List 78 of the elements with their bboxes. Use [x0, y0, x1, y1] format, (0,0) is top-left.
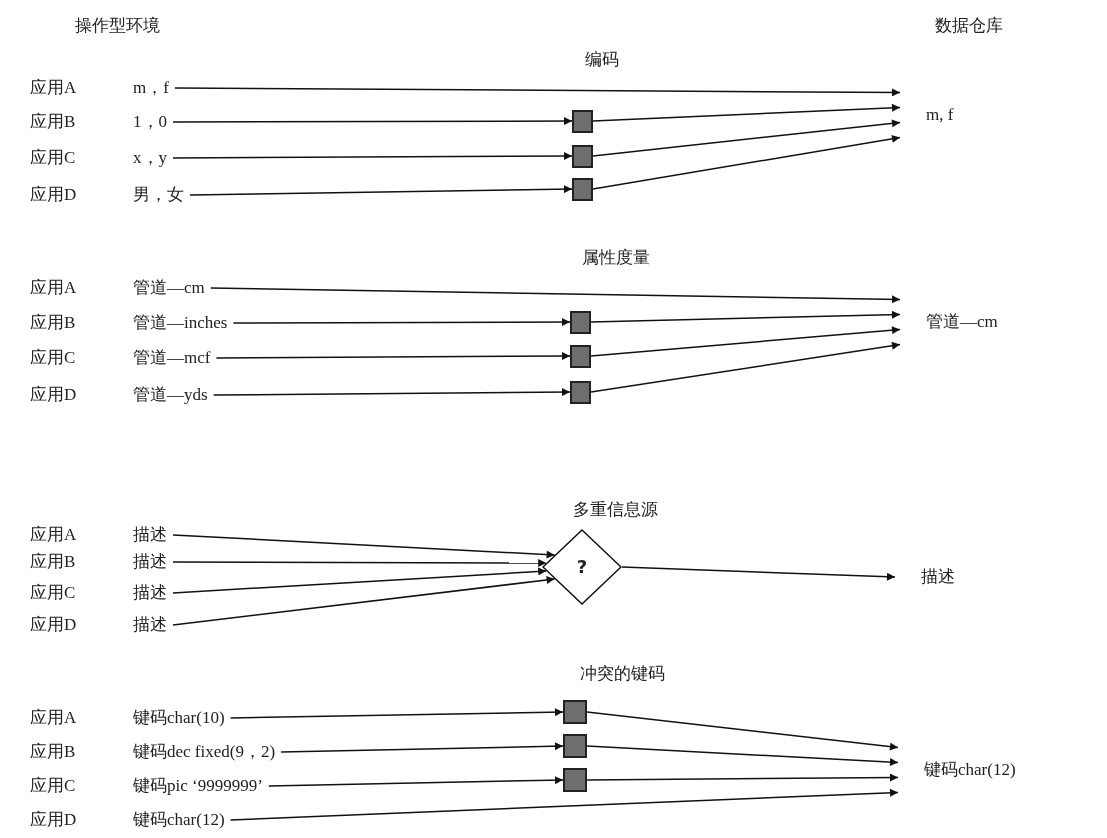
target-value: 描述	[895, 564, 955, 590]
arrow	[586, 773, 899, 782]
transform-box	[572, 109, 593, 133]
data-value: 键码char(10)	[133, 707, 225, 729]
arrow	[172, 567, 547, 594]
section-heading: 编码	[585, 49, 619, 71]
transform-box	[563, 734, 587, 758]
application-name: 应用A	[30, 524, 77, 546]
application-name: 应用D	[30, 184, 77, 206]
transform-box	[563, 700, 587, 724]
arrow	[592, 119, 901, 157]
target-value: 键码char(12)	[898, 757, 1016, 783]
arrow	[621, 566, 896, 581]
section-heading: 冲突的键码	[580, 663, 665, 685]
application-name: 应用C	[30, 347, 76, 369]
arrow	[280, 742, 564, 753]
arrow	[174, 87, 901, 97]
application-name: 应用A	[30, 77, 77, 99]
data-value: 键码dec fixed(9，2)	[133, 741, 276, 763]
application-name: 应用A	[30, 277, 77, 299]
arrow	[172, 152, 573, 161]
arrow	[229, 708, 564, 719]
section-heading: 属性度量	[582, 247, 650, 269]
arrow	[212, 388, 571, 397]
data-value: 描述	[133, 551, 167, 573]
arrow	[215, 352, 571, 361]
arrow	[189, 185, 573, 196]
data-value: 描述	[133, 524, 167, 546]
transform-box	[563, 768, 587, 792]
arrow	[229, 788, 899, 821]
arrow	[586, 711, 899, 751]
data-value: 1，0	[133, 111, 167, 133]
data-value: 描述	[133, 582, 167, 604]
arrow	[590, 341, 901, 393]
data-value: 管道—yds	[133, 384, 208, 406]
data-value: x，y	[133, 147, 167, 169]
arrow	[232, 318, 571, 326]
arrow	[172, 534, 556, 559]
data-value: 男，女	[133, 184, 184, 206]
target-value: 管道—cm	[900, 309, 998, 335]
application-name: 应用B	[30, 111, 76, 133]
application-name: 应用C	[30, 147, 76, 169]
section-heading: 多重信息源	[573, 499, 658, 521]
column-heading: 数据仓库	[935, 15, 1003, 37]
transform-box	[570, 380, 591, 404]
arrow	[586, 745, 899, 767]
application-name: 应用B	[30, 312, 76, 334]
application-name: 应用C	[30, 775, 76, 797]
arrow	[172, 117, 573, 125]
data-value: 键码pic ‘9999999’	[133, 775, 263, 797]
arrow	[210, 287, 901, 304]
data-value: m，f	[133, 77, 169, 99]
application-name: 应用D	[30, 614, 77, 636]
application-name: 应用A	[30, 707, 77, 729]
data-value: 管道—mcf	[133, 347, 211, 369]
transform-box	[570, 344, 591, 368]
transform-box	[570, 310, 591, 334]
arrow	[172, 559, 547, 567]
data-value: 描述	[133, 614, 167, 636]
arrow	[172, 576, 556, 626]
transform-box	[572, 144, 593, 168]
target-value: m, f	[900, 102, 954, 128]
application-name: 应用C	[30, 582, 76, 604]
application-name: 应用D	[30, 384, 77, 406]
transform-box	[572, 177, 593, 201]
question-mark: ?	[575, 555, 589, 579]
data-value: 键码char(12)	[133, 809, 225, 831]
application-name: 应用B	[30, 741, 76, 763]
data-value: 管道—cm	[133, 277, 205, 299]
column-heading: 操作型环境	[75, 15, 160, 37]
data-value: 管道—inches	[133, 312, 228, 334]
arrow	[590, 326, 901, 357]
arrow	[590, 310, 901, 323]
application-name: 应用D	[30, 809, 77, 831]
arrow	[592, 134, 901, 190]
arrow	[592, 103, 901, 122]
arrow	[268, 776, 564, 787]
application-name: 应用B	[30, 551, 76, 573]
